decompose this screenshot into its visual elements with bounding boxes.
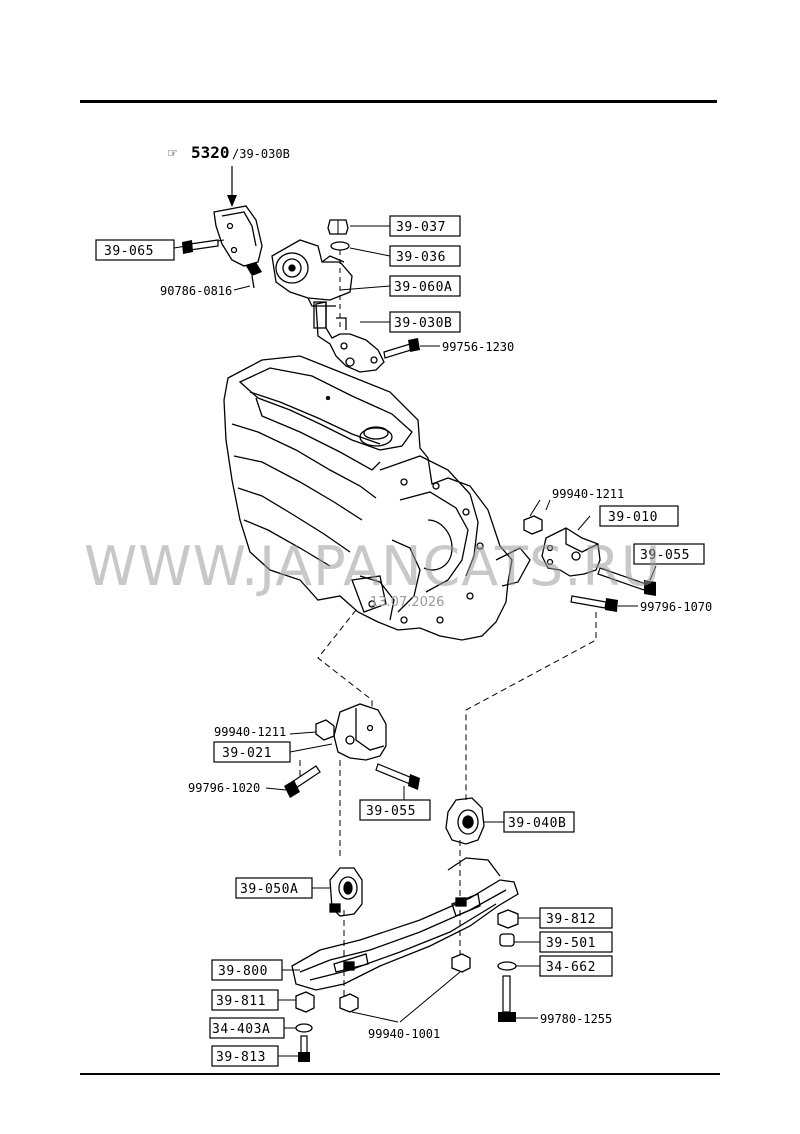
- label-99940-1001: 99940-1001: [368, 1027, 440, 1041]
- nut-99940-1211-lower: [315, 719, 335, 741]
- bolt-99796-1020: [265, 765, 321, 798]
- bolt-39-813: [298, 1035, 310, 1062]
- bushing-39-501: [499, 933, 515, 947]
- front-bracket-39-021: [333, 703, 387, 761]
- top-rule: [80, 100, 717, 103]
- label-99940-1211-lower: 99940-1211: [214, 725, 286, 739]
- label-39-800: 39-800: [218, 964, 268, 979]
- upper-engine-bracket: [213, 205, 263, 267]
- nut-39-812: [497, 909, 519, 929]
- arrow-down-icon: [227, 195, 237, 207]
- washer-34-403A: [295, 1023, 313, 1033]
- bolt-99756-1230: [383, 338, 440, 359]
- crossmember-39-800: [291, 857, 519, 991]
- label-39-811: 39-811: [216, 994, 266, 1009]
- label-39-055-lower: 39-055: [366, 804, 416, 819]
- nut-99940-1211-upper: [523, 499, 543, 535]
- bolt-99780-1255: [498, 975, 538, 1022]
- engine-transaxle-drawing: [223, 355, 531, 641]
- label-99796-1020: 99796-1020: [188, 781, 260, 795]
- reference-number: 5320: [191, 143, 230, 162]
- upper-mount-39-060A: [271, 239, 353, 307]
- label-39-021: 39-021: [222, 746, 272, 761]
- label-boxes: [95, 215, 705, 1067]
- pointing-hand-icon: ☞: [168, 144, 177, 162]
- label-39-040B: 39-040B: [508, 816, 566, 831]
- watermark-date: 13.07.2026: [370, 595, 444, 610]
- bracket-39-030B: [313, 301, 385, 373]
- label-39-010: 39-010: [608, 510, 658, 525]
- label-99796-1070: 99796-1070: [640, 600, 712, 614]
- label-39-050A: 39-050A: [240, 882, 298, 897]
- bolt-90786-0816: [233, 262, 262, 291]
- label-99756-1230: 99756-1230: [442, 340, 514, 354]
- watermark-text: WWW.JAPANCATS.RU: [84, 535, 661, 598]
- front-mount-39-050A: [329, 867, 363, 917]
- washer-34-662: [497, 961, 517, 971]
- bolt-39-055-lower: [375, 763, 420, 800]
- label-39-065: 39-065: [104, 244, 154, 259]
- reference-suffix: /39-030B: [232, 147, 290, 161]
- bottom-rule: [80, 1073, 720, 1075]
- label-34-403A: 34-403A: [212, 1022, 270, 1037]
- right-mount-39-010: [541, 527, 601, 577]
- label-39-036: 39-036: [396, 250, 446, 265]
- bolt-39-055-upper: [597, 565, 657, 596]
- label-39-813: 39-813: [216, 1050, 266, 1065]
- label-34-662: 34-662: [546, 960, 596, 975]
- label-39-037: 39-037: [396, 220, 446, 235]
- leader-lines: [278, 225, 591, 1057]
- bolt-39-065: [173, 239, 225, 254]
- reference-callout: ☞ 5320 /39-030B: [168, 143, 290, 207]
- label-99780-1255: 99780-1255: [540, 1012, 612, 1026]
- label-39-030B: 39-030B: [394, 316, 452, 331]
- bolt-99796-1070: [570, 595, 638, 612]
- label-99940-1211-upper: 99940-1211: [552, 487, 624, 501]
- label-39-501: 39-501: [546, 936, 596, 951]
- label-39-060A: 39-060A: [394, 280, 452, 295]
- rear-mount-39-040B: [445, 797, 485, 845]
- label-39-055-upper: 39-055: [640, 548, 690, 563]
- nut-39-811: [295, 991, 315, 1013]
- washer-39-036: [330, 241, 350, 251]
- label-90786-0816: 90786-0816: [160, 284, 232, 298]
- nut-99940-1001: [339, 953, 471, 1023]
- label-39-812: 39-812: [546, 912, 596, 927]
- nut-39-037: [327, 219, 349, 235]
